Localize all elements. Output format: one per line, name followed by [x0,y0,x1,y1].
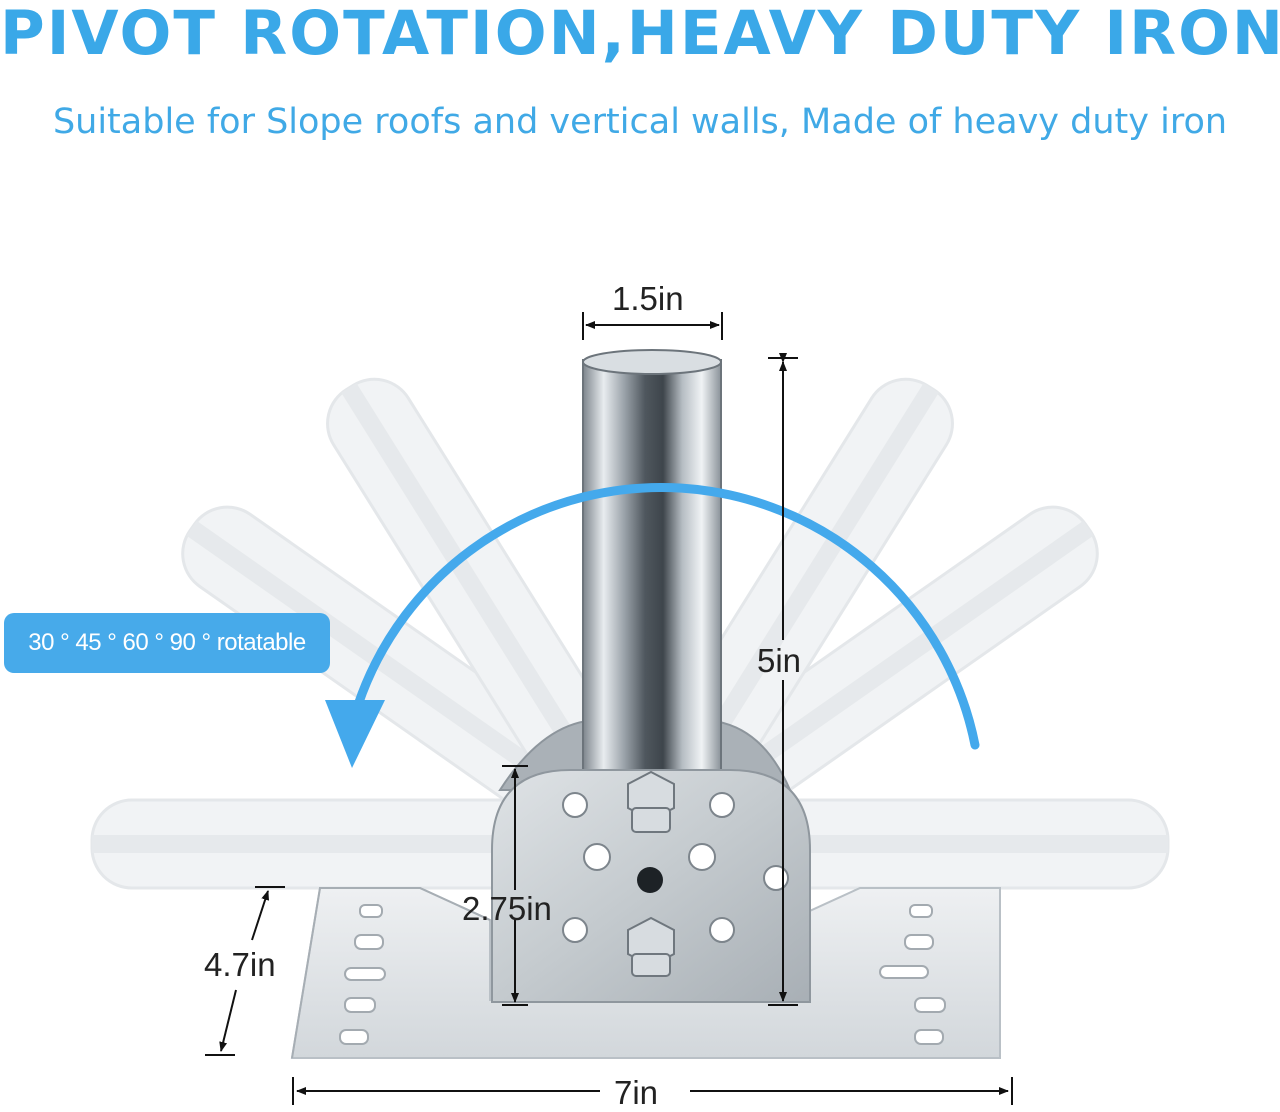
bolt-bottom [627,916,675,977]
dimension-label-base-depth: 4.7in [204,946,276,983]
bracket-plate [491,769,811,1003]
ghost-pipe-left-90 [90,798,614,890]
dimension-label-bracket-height: 2.75in [462,890,552,927]
dimension-label-height: 5in [757,642,802,679]
dimension-lines [205,312,1013,1105]
dimension-label-base-width: 7in [614,1074,659,1111]
main-pipe [582,349,722,781]
mount-illustration [90,312,1170,1105]
dimension-label-pipe-diameter: 1.5in [612,280,684,317]
page-title: PIVOT ROTATION,HEAVY DUTY IRON [0,0,1280,69]
bolt-top [627,770,675,833]
rotation-angles-badge: 30 ° 45 ° 60 ° 90 ° rotatable [4,613,330,673]
page-subtitle: Suitable for Slope roofs and vertical wa… [52,102,1228,142]
rotation-arrow [325,482,980,768]
